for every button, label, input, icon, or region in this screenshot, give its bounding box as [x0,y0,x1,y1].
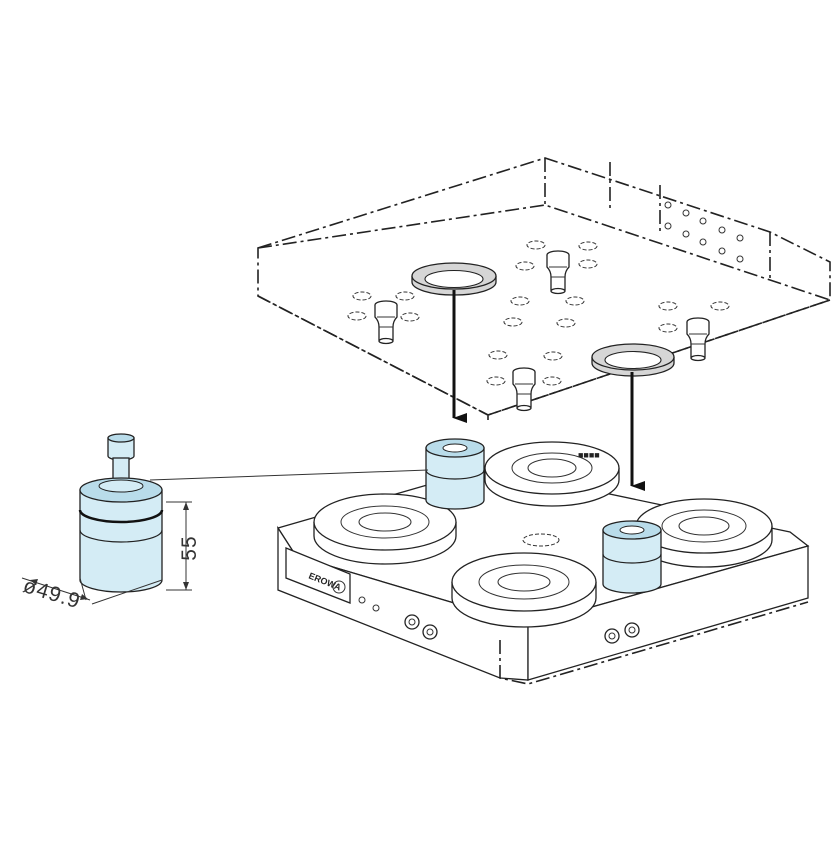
svg-text:■■■■: ■■■■ [578,450,600,460]
detail-leader-line [149,469,429,481]
top-pallet [257,157,831,420]
detail-clamping-pin [78,433,164,593]
height-dimension: 55 [166,501,201,591]
air-fitting [404,614,438,640]
top-pallet-side-holes [664,201,744,263]
top-pallet-top-face [257,157,831,416]
air-fitting [604,622,640,644]
chuck-back: ■■■■ [484,441,620,507]
retention-knob [546,250,570,295]
retention-knob [374,300,398,345]
chuck-front [451,552,597,628]
brand-label-plate: EROWA [285,547,351,604]
diameter-dimension-label: ø49.9 [20,574,83,613]
clamping-pin [425,438,485,510]
chuck-left [313,493,457,565]
retention-knob [686,317,710,362]
height-dimension-label: 55 [178,535,201,560]
clamping-pin [602,520,662,594]
top-pallet-underside-holes [347,240,730,386]
retention-knob [512,367,536,412]
locating-ring [591,343,675,377]
top-pallet-edge [257,295,831,420]
base-plate-right-face [527,545,809,681]
locating-ring [411,262,497,296]
